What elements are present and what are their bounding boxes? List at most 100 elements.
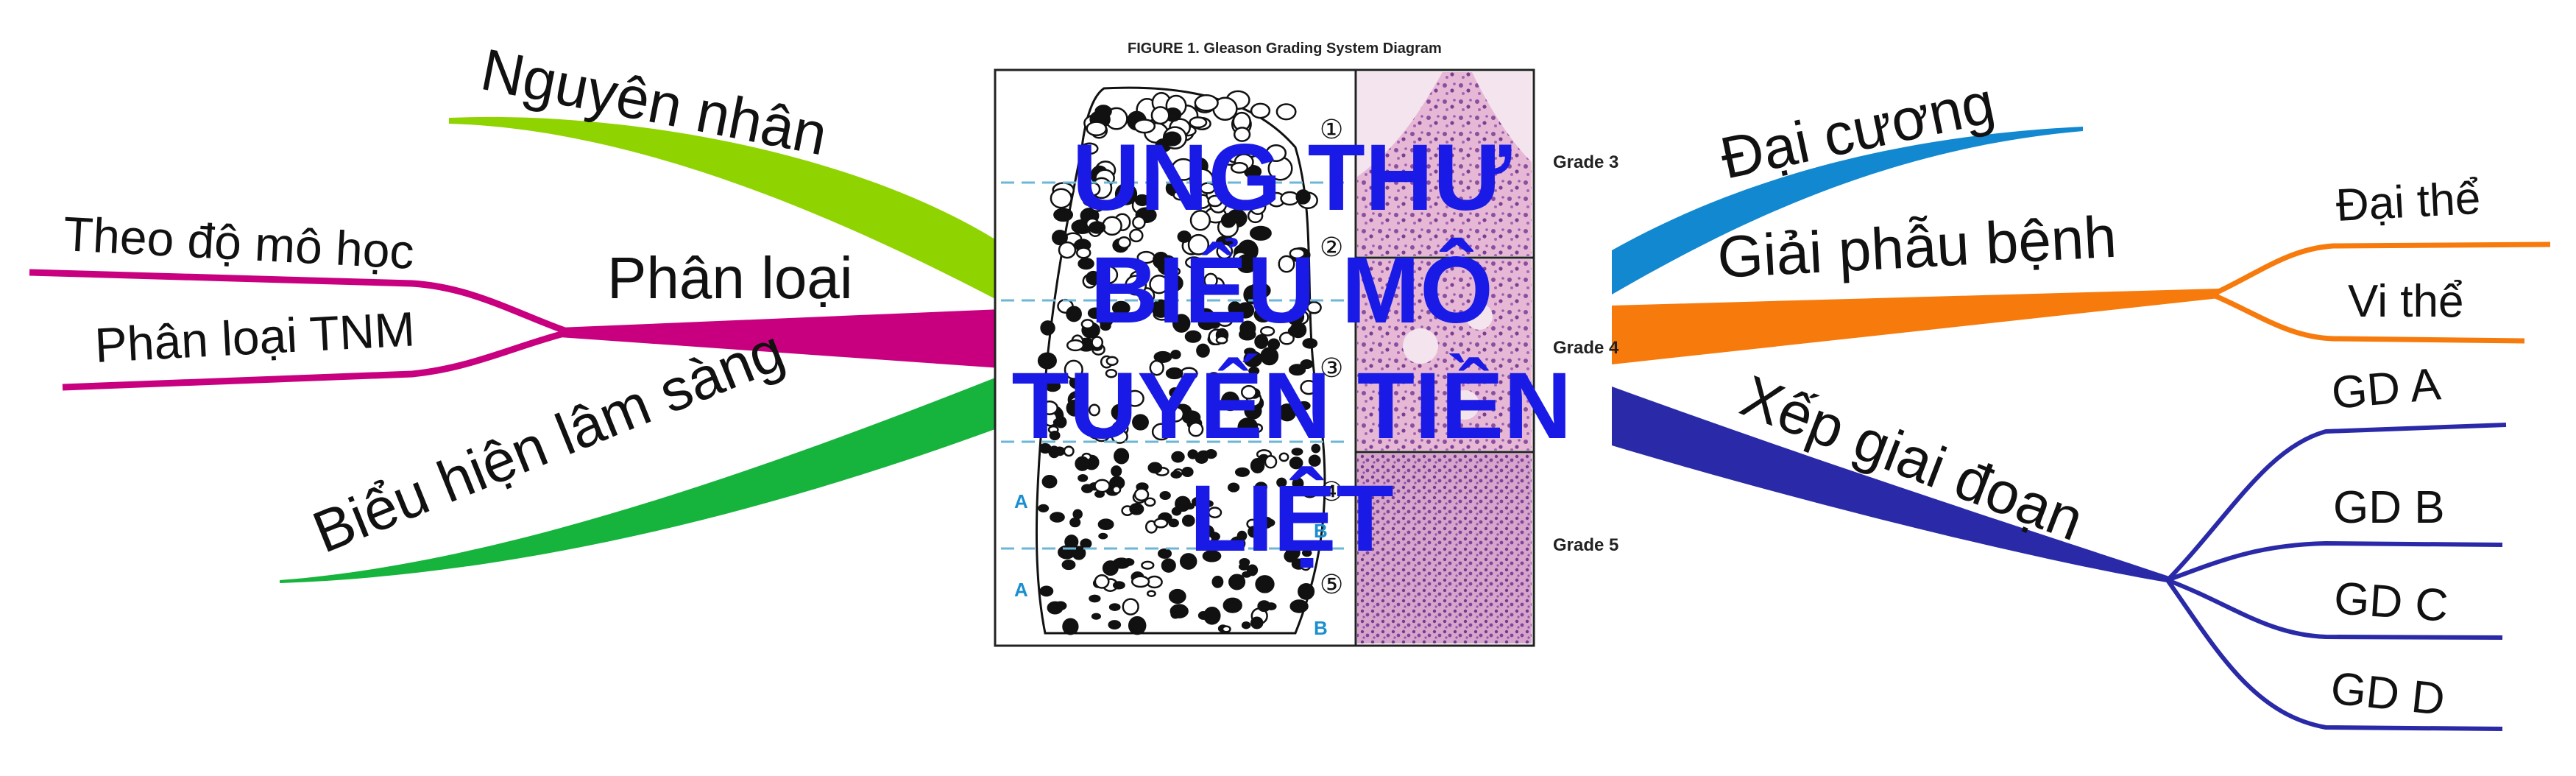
gland-mark [1039, 585, 1054, 597]
gland-mark [1098, 532, 1108, 540]
gland-mark [1151, 299, 1170, 318]
gland-mark [1150, 106, 1170, 125]
gland-mark [1080, 319, 1094, 330]
gland-mark [1221, 625, 1231, 633]
gland-mark [1162, 131, 1182, 147]
gland-mark [1181, 515, 1195, 527]
gland-mark [1040, 320, 1055, 336]
gland-mark [1238, 417, 1259, 437]
pattern-number-2: ② [1320, 233, 1343, 263]
branch-xep-giai-doan-stroke [1612, 387, 2171, 583]
gland-mark [1089, 594, 1101, 603]
gland-mark [1276, 477, 1287, 488]
gland-mark [1228, 574, 1246, 590]
central-title-line-1: UNG THƯ [1072, 125, 1512, 230]
gland-mark [1078, 257, 1094, 270]
gland-mark [1149, 275, 1170, 294]
xep-giai-doan-child-d[interactable]: GD D [2329, 663, 2447, 725]
gland-mark [1196, 343, 1210, 358]
gland-mark [1278, 331, 1295, 345]
branch-nguyen-nhan-stroke [449, 116, 1001, 302]
gland-mark [1187, 449, 1198, 459]
gland-mark [1216, 243, 1234, 260]
gland-mark [1066, 306, 1082, 322]
gland-mark [1080, 142, 1099, 155]
gland-mark [1298, 582, 1315, 600]
gland-mark [1238, 562, 1250, 571]
pattern-number-1: ① [1320, 115, 1343, 145]
gland-mark [1278, 452, 1289, 462]
gland-mark [1108, 620, 1122, 630]
gland-mark [1146, 590, 1156, 598]
gland-mark [1089, 221, 1106, 234]
gland-mark [1088, 403, 1100, 417]
gland-mark [1055, 416, 1067, 428]
gland-mark [1062, 618, 1079, 635]
gland-mark [1234, 467, 1250, 477]
gland-mark [1191, 496, 1208, 507]
gland-mark [1169, 387, 1181, 398]
gland-mark [1157, 548, 1172, 559]
gland-mark [1308, 454, 1321, 467]
gleason-diagram: ① ② ③ ④ ⑤ A B A B [997, 72, 1354, 643]
central-figure[interactable]: FIGURE 1. Gleason Grading System Diagram… [994, 40, 1619, 647]
gland-mark [1050, 188, 1072, 209]
gland-mark [1080, 538, 1092, 549]
gland-mark [1264, 455, 1278, 469]
gland-mark [1066, 339, 1085, 352]
gland-mark [1202, 550, 1222, 562]
xep-giai-doan-child-c[interactable]: GD C [2332, 573, 2449, 632]
giai-phau-child-vi-the[interactable]: Vi thể [2348, 276, 2463, 327]
xep-giai-doan-sub-a [2165, 423, 2507, 582]
grade-4-label: Grade 4 [1553, 338, 1619, 358]
xep-giai-doan-sub-b [2166, 540, 2503, 582]
gland-mark [1063, 445, 1075, 457]
gland-mark [1129, 503, 1144, 515]
gland-mark [1311, 443, 1321, 454]
gland-mark [1181, 466, 1194, 478]
gland-mark [1172, 314, 1191, 333]
gland-mark [1091, 336, 1104, 349]
phan-loai-child-theo-do-mo-hoc[interactable]: Theo độ mô học [62, 206, 415, 279]
gland-mark [1236, 254, 1258, 273]
branch-xep-giai-doan[interactable]: Xếp giai đoạn GD A GD B GD C GD D [1612, 359, 2507, 731]
gland-mark [1236, 302, 1255, 319]
gland-mark [1132, 414, 1149, 431]
phan-loai-child-tnm[interactable]: Phân loại TNM [93, 301, 417, 373]
gland-mark [1302, 338, 1318, 349]
giai-phau-child-dai-the[interactable]: Đại thể [2335, 173, 2482, 231]
branch-giai-phau-sub-upper [2214, 241, 2551, 296]
gland-mark [1259, 325, 1275, 336]
gland-mark [1197, 450, 1211, 459]
gland-mark [1302, 487, 1317, 498]
zone-letter-b1: B [1314, 520, 1328, 542]
gland-mark [1105, 356, 1119, 366]
gland-mark [1254, 482, 1268, 493]
gland-mark [1265, 144, 1287, 163]
xep-giai-doan-child-b[interactable]: GD B [2333, 482, 2445, 533]
gland-mark [1168, 518, 1179, 528]
gland-mark [1048, 445, 1061, 459]
gland-mark [1147, 462, 1163, 474]
gland-mark [1297, 401, 1311, 411]
gland-mark [1094, 479, 1111, 493]
gland-mark [1249, 225, 1272, 241]
gland-mark [1081, 484, 1094, 493]
gland-mark [1165, 367, 1183, 380]
gland-mark [1072, 509, 1083, 520]
pattern-number-3: ③ [1320, 353, 1343, 384]
gland-mark [1134, 194, 1150, 206]
gland-mark [1253, 306, 1273, 323]
gland-mark [1100, 320, 1111, 331]
gland-mark [1082, 194, 1100, 207]
gland-mark [1153, 350, 1172, 363]
gland-mark [1239, 320, 1256, 336]
xep-giai-doan-child-a[interactable]: GD A [2329, 359, 2443, 419]
branch-phan-loai[interactable]: Phân loại Theo độ mô học Phân loại TNM [29, 206, 1001, 391]
gland-mark [1248, 526, 1259, 538]
gland-mark [1058, 241, 1077, 259]
gland-mark [1257, 600, 1271, 613]
gland-mark [1097, 518, 1114, 531]
gland-mark [1242, 571, 1252, 578]
branch-giai-phau-benh[interactable]: Giải phẫu bệnh Đại thể Vi thể [1612, 173, 2551, 364]
